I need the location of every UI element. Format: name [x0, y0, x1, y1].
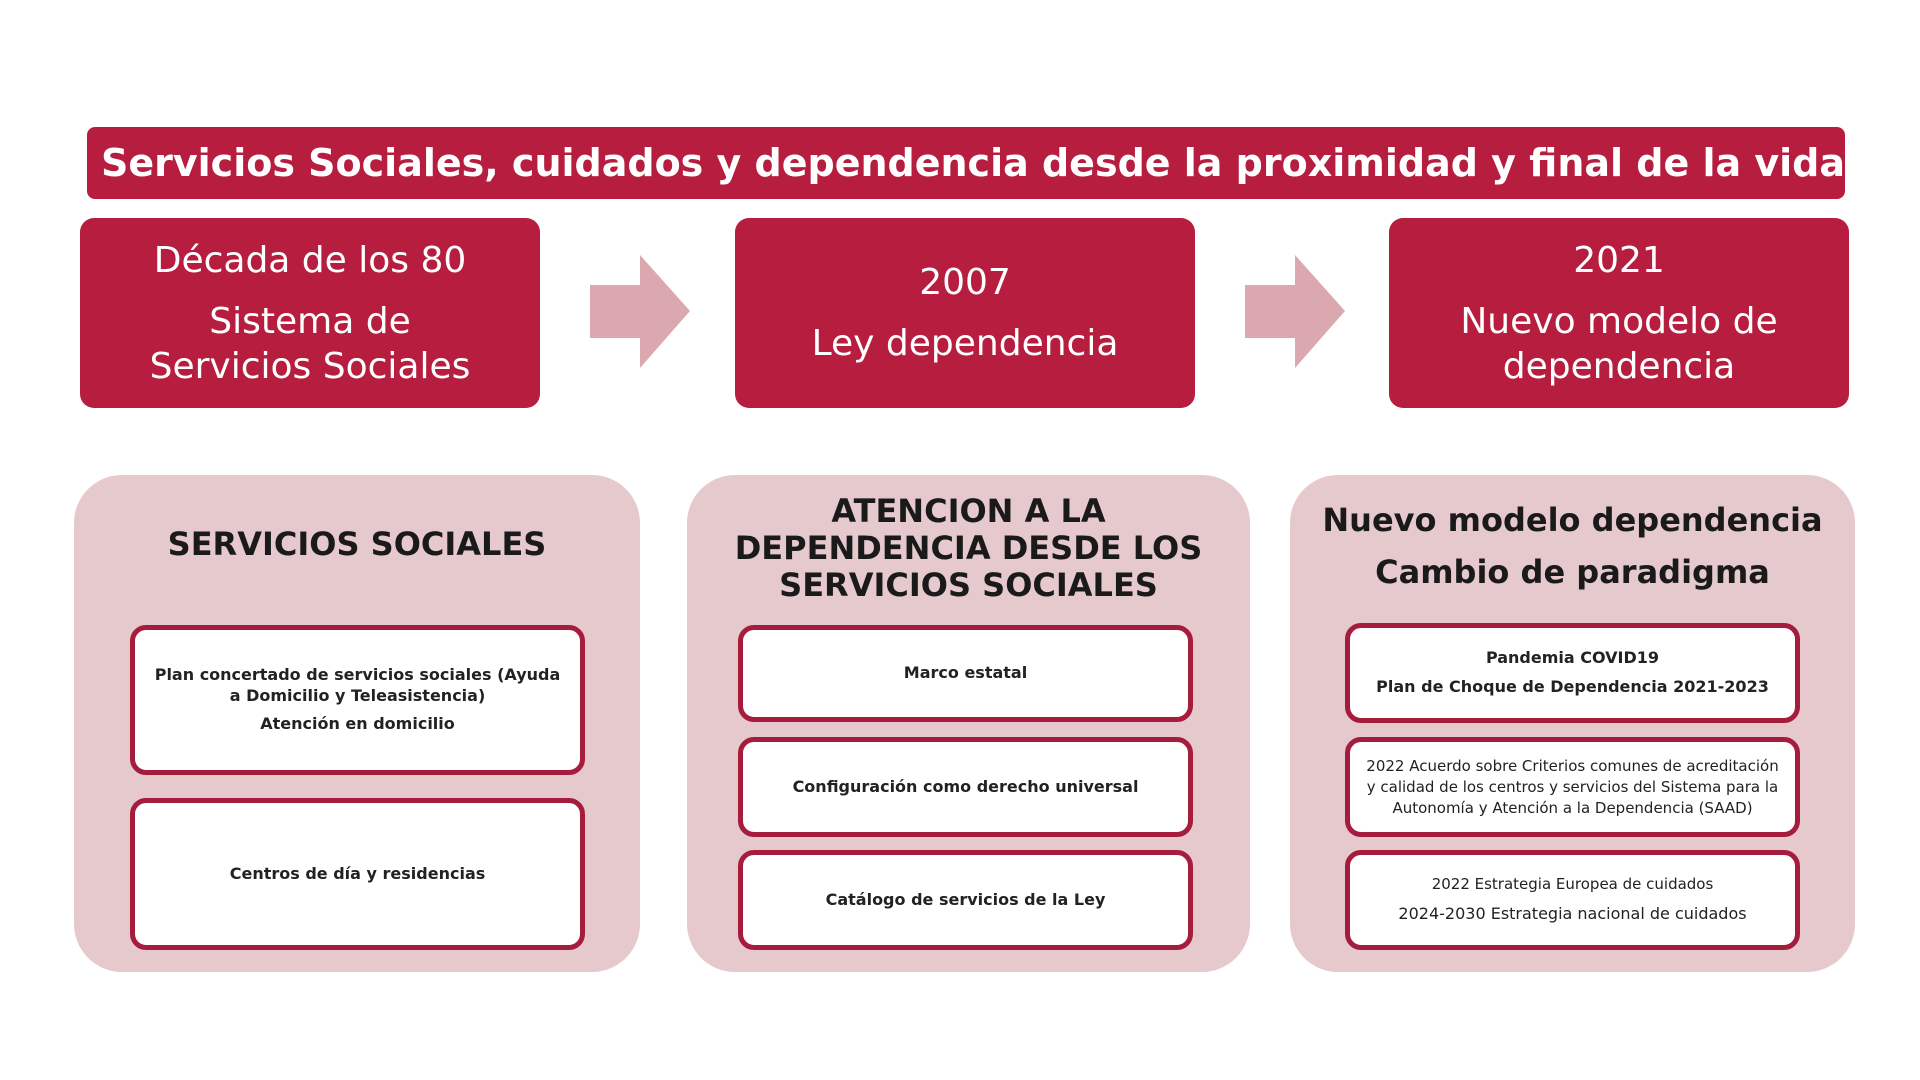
- stage-label: Ley dependencia: [811, 323, 1119, 364]
- box-text: Centros de día y residencias: [229, 863, 486, 883]
- box-text: Configuración como derecho universal: [792, 776, 1139, 796]
- panel-subheading: Cambio de paradigma: [1375, 553, 1770, 591]
- panel-heading: SERVICIOS SOCIALES: [167, 525, 547, 563]
- stage-period: Década de los 80: [153, 239, 467, 281]
- box-text: Plan de Choque de Dependencia 2021-2023: [1376, 677, 1769, 696]
- info-box: Marco estatal: [738, 625, 1193, 722]
- panel-nuevo-modelo: Nuevo modelo dependencia Cambio de parad…: [1290, 475, 1855, 972]
- box-text: Plan concertado de servicios sociales (A…: [154, 664, 561, 705]
- stage-2021: 2021 Nuevo modelo de dependencia: [1389, 218, 1849, 408]
- panel-atencion-dependencia: ATENCION A LA DEPENDENCIA DESDE LOS SERV…: [687, 475, 1250, 972]
- box-text: 2022 Estrategia Europea de cuidados: [1431, 875, 1714, 894]
- arrow-right-icon: [590, 255, 690, 368]
- box-text: Catálogo de servicios de la Ley: [825, 889, 1106, 909]
- info-box: 2022 Acuerdo sobre Criterios comunes de …: [1345, 737, 1800, 837]
- stage-period: 2021: [1573, 239, 1665, 281]
- box-text: Pandemia COVID19: [1485, 648, 1660, 668]
- stage-2007: 2007 Ley dependencia: [735, 218, 1195, 408]
- panel-heading: Nuevo modelo dependencia: [1322, 501, 1823, 539]
- stage-1980s: Década de los 80 Sistema de Servicios So…: [80, 218, 540, 408]
- box-text: 2022 Acuerdo sobre Criterios comunes de …: [1366, 756, 1779, 817]
- info-box: Pandemia COVID19 Plan de Choque de Depen…: [1345, 623, 1800, 723]
- stage-label: Sistema de Servicios Sociales: [149, 300, 471, 387]
- info-box: 2022 Estrategia Europea de cuidados 2024…: [1345, 850, 1800, 950]
- info-box: Catálogo de servicios de la Ley: [738, 850, 1193, 950]
- arrow-right-icon: [1245, 255, 1345, 368]
- box-text: 2024-2030 Estrategia nacional de cuidado…: [1398, 904, 1747, 924]
- info-box: Configuración como derecho universal: [738, 737, 1193, 837]
- box-text: Marco estatal: [903, 663, 1028, 683]
- stage-label: Nuevo modelo de dependencia: [1460, 300, 1778, 387]
- stage-period: 2007: [919, 262, 1011, 303]
- panel-heading: ATENCION A LA DEPENDENCIA DESDE LOS SERV…: [734, 492, 1203, 604]
- diagram-title: Servicios Sociales, cuidados y dependenc…: [87, 127, 1845, 199]
- info-box: Centros de día y residencias: [130, 798, 585, 950]
- info-box: Plan concertado de servicios sociales (A…: [130, 625, 585, 775]
- box-text: Atención en domicilio: [260, 714, 455, 734]
- panel-servicios-sociales: SERVICIOS SOCIALES Plan concertado de se…: [74, 475, 640, 972]
